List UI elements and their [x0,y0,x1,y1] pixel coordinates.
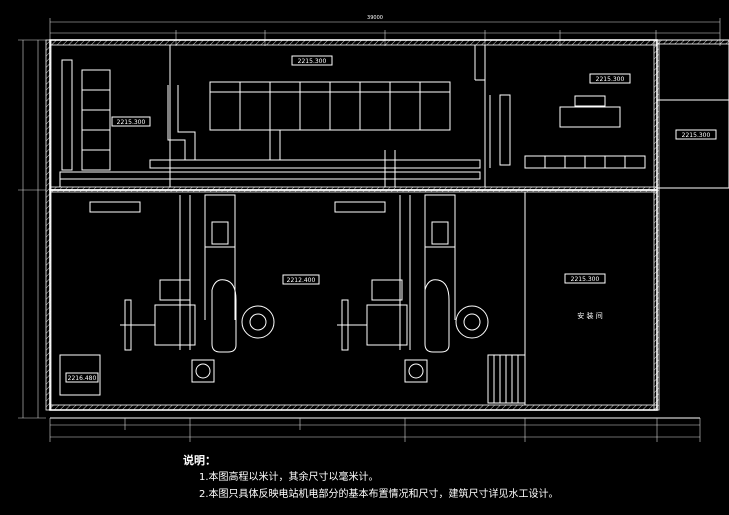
upper-floor-partitions [169,45,486,187]
room-label-installation: 安 装 间 [577,311,602,320]
elevation-right-room: 2215.300 [564,273,606,284]
svg-text:2212.400: 2212.400 [287,277,316,284]
elevation-top-center: 2215.300 [291,55,333,66]
bottom-left-equipment: 2216.480 [59,354,101,396]
right-annex [656,39,729,189]
svg-text:2215.300: 2215.300 [298,58,327,65]
svg-text:2216.480: 2216.480 [68,375,97,382]
elevation-right-upper: 2215.300 [589,73,631,84]
installation-bay: 安 装 间 [487,192,603,405]
note-line-1: 1.本图高程以米计，其余尺寸以毫米计。 [199,472,379,483]
building-outline [45,39,700,419]
notes-block: 说明： 1.本图高程以米计，其余尺寸以毫米计。 2.本图只具体反映电站机电部分的… [183,452,559,503]
svg-text:2215.300: 2215.300 [117,119,146,126]
elevation-far-right: 2215.300 [675,129,717,140]
svg-text:2215.300: 2215.300 [682,132,711,139]
left-cabinets [61,59,111,171]
switchgear-block [209,81,451,131]
control-room-equipment [489,94,646,169]
elevation-left-room: 2215.300 [111,116,151,127]
top-dimension-chain: 39000 [49,15,721,46]
svg-text:2215.300: 2215.300 [571,276,600,283]
note-line-2: 2.本图只具体反映电站机电部分的基本布置情况和尺寸，建筑尺寸详见水工设计。 [199,489,559,500]
left-dimension-chain [18,39,46,419]
elevation-machine-hall: 2212.400 [282,274,320,285]
unit-2 [334,194,489,383]
svg-text:2215.300: 2215.300 [596,76,625,83]
overall-width-label: 39000 [367,15,383,21]
bottom-dimension-chain [49,418,701,442]
cable-trays-upper [59,85,481,187]
notes-title: 说明： [183,454,216,467]
unit-1 [89,194,275,383]
